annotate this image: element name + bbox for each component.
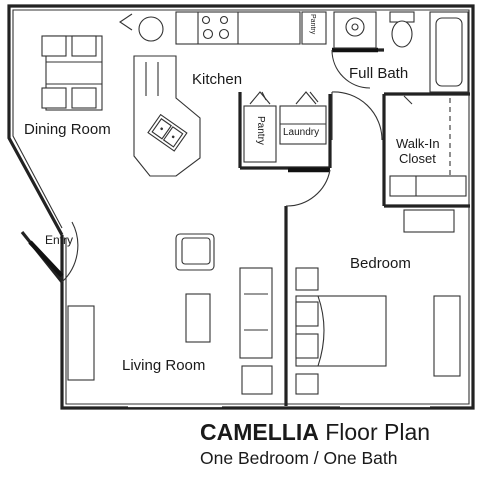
- label-dining-room: Dining Room: [24, 121, 111, 138]
- label-laundry: Laundry: [283, 127, 319, 138]
- interior-walls: [238, 47, 470, 406]
- plan-name: CAMELLIA: [200, 419, 319, 445]
- plan-caption: CAMELLIA Floor Plan One Bedroom / One Ba…: [200, 418, 476, 470]
- plan-title-suffix: Floor Plan: [318, 419, 431, 445]
- bedroom-furniture: [295, 209, 461, 395]
- label-pantry-top: Pantry: [309, 14, 316, 35]
- door-swings: [61, 49, 383, 283]
- floor-plan-drawing: Dining Room Kitchen Full Bath Pantry Pan…: [7, 4, 475, 410]
- kitchen-fixtures: [119, 11, 327, 177]
- bathroom-fixtures: [333, 11, 469, 105]
- label-entry: Entry: [45, 233, 73, 247]
- plan-title: CAMELLIA Floor Plan: [200, 418, 476, 446]
- label-closet: Closet: [399, 151, 436, 166]
- label-walk-in: Walk-In: [396, 136, 440, 151]
- label-bedroom: Bedroom: [350, 255, 411, 272]
- label-pantry-closet: Pantry: [255, 116, 266, 145]
- laundry-pantry: [243, 91, 327, 163]
- living-room-furniture: [67, 233, 273, 395]
- label-kitchen: Kitchen: [192, 71, 242, 88]
- plan-subtitle: One Bedroom / One Bath: [200, 448, 398, 468]
- exterior-walls: [7, 4, 475, 410]
- walk-in-closet: [389, 98, 467, 197]
- label-full-bath: Full Bath: [349, 65, 408, 82]
- dining-table: [41, 35, 103, 111]
- label-living-room: Living Room: [122, 357, 205, 374]
